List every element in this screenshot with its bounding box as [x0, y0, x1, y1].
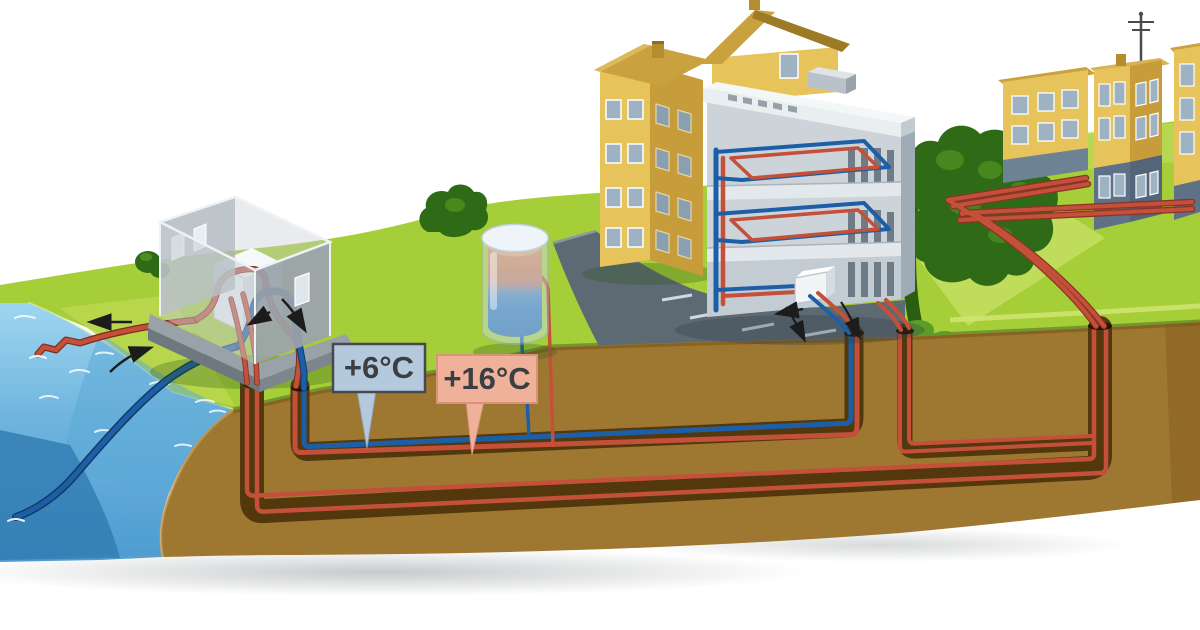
hx-feed-warm [721, 290, 799, 298]
hx-feed-cold [714, 284, 799, 292]
right-building-feed-2a [960, 200, 1194, 215]
building-branch-pipe-b [907, 330, 1094, 446]
service-pipes-right [944, 174, 1196, 330]
apartment-building-right-3 [1170, 43, 1200, 220]
branch-pipe-warm-1 [876, 301, 903, 332]
right-building-feed-2b [958, 207, 1194, 222]
vegetation-tank-bush [419, 184, 489, 238]
apartment-windows [605, 99, 692, 260]
flow-arrow-borehole-2 [840, 301, 861, 341]
apartment-building-right-1 [998, 67, 1096, 183]
building-branch-pipe-a [898, 330, 1094, 454]
temperature-label-cold: +6°C [331, 342, 427, 449]
floor-loop-upper [714, 139, 891, 182]
district-loop-pipe-b [254, 324, 1109, 514]
thermal-storage-tank [473, 223, 557, 361]
flow-arrow-pump-in [246, 305, 273, 326]
flow-arrow-hx [773, 301, 804, 319]
branch-pipe-warm-2 [884, 298, 911, 330]
warm-temperature-value: +16°C [443, 361, 530, 396]
rooftop-unit [808, 67, 856, 94]
access-road-parking [552, 229, 905, 348]
office-side-face [901, 131, 915, 299]
flow-arrow-borehole-1 [785, 306, 806, 343]
flow-arrow-intake [109, 346, 155, 373]
label-box [331, 342, 427, 394]
cold-temperature-value: +6°C [344, 350, 414, 385]
floor-slabs [706, 181, 902, 262]
apartment-building-center [582, 41, 718, 285]
label-box [436, 354, 538, 404]
right-building-feed-1a [946, 176, 1088, 202]
district-loop-pipe-a [244, 324, 1097, 498]
cold-main-pipe [301, 331, 854, 450]
temperature-label-warm: +16°C [436, 354, 538, 456]
floor-loop-middle [714, 201, 891, 244]
pump-station [148, 195, 352, 392]
right-building-feed-1b [951, 182, 1090, 208]
flow-arrow-pump-down [281, 298, 307, 334]
office-parapet [703, 82, 915, 137]
right-riser-pipe-1 [946, 198, 1098, 328]
office-building [675, 67, 925, 345]
warm-return-pipe [292, 333, 860, 456]
